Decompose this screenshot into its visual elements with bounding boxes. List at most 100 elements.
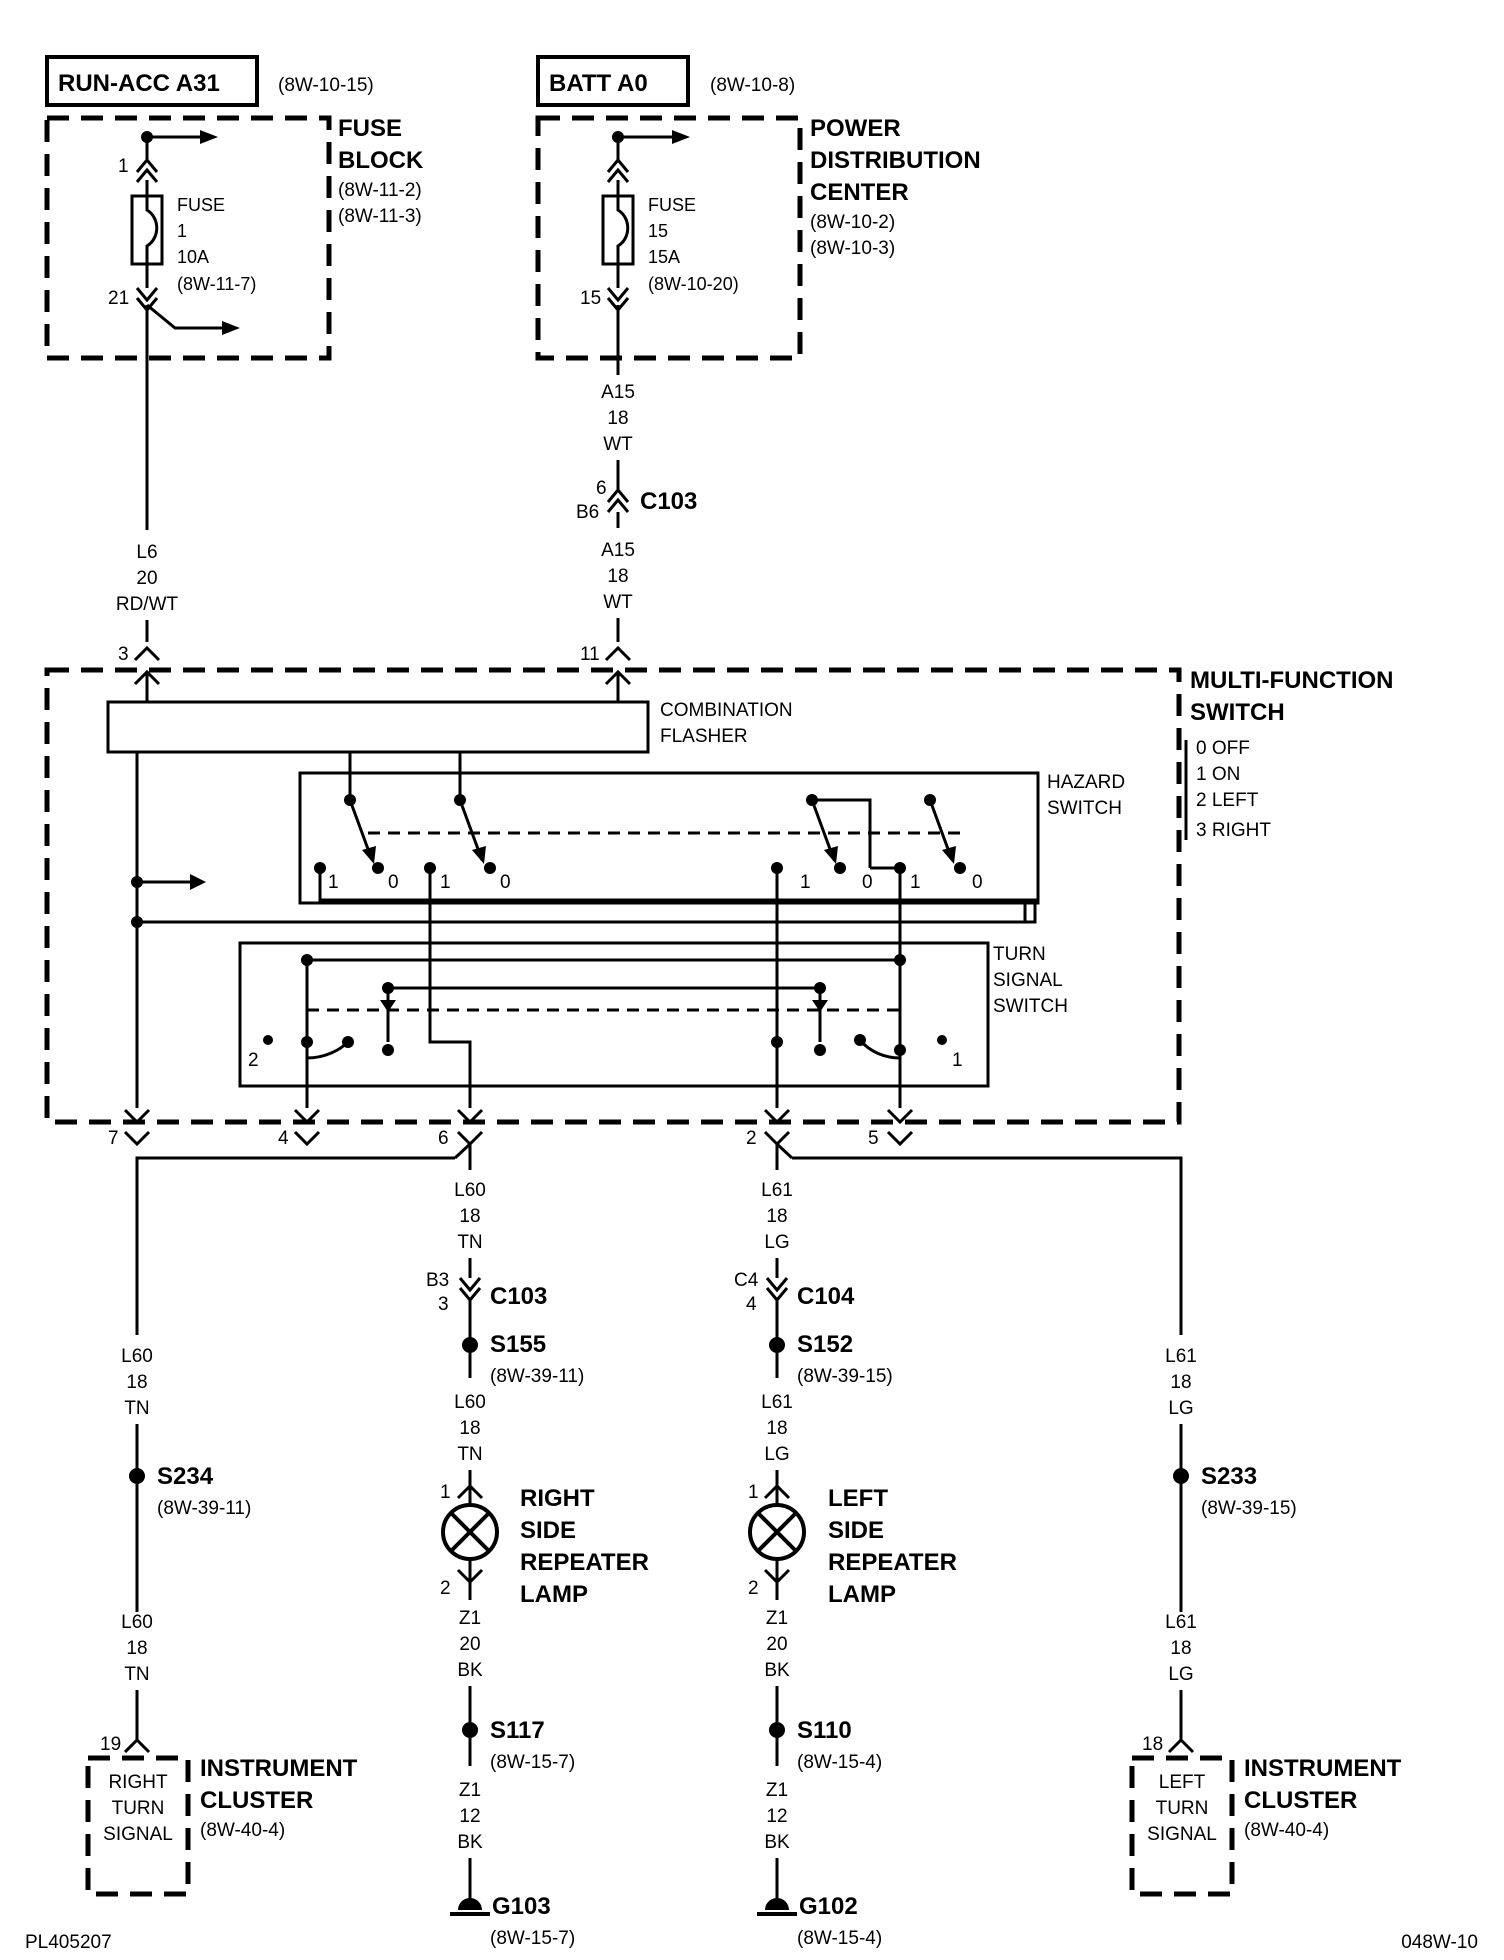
splice-s152-ref: (8W-39-15) [797,1366,893,1387]
pdc-ref-1: (8W-10-2) [810,212,895,233]
cluster-left-ref: (8W-40-4) [1244,1820,1329,1841]
cluster-right-title-1: INSTRUMENT [200,1755,358,1782]
left-lamp-label-3: REPEATER [828,1549,957,1576]
wire-l60-mid-label-3: TN [457,1232,482,1253]
mfs-pin-4-label: 4 [278,1128,289,1149]
wire-l61-right-b-label-2: 18 [1170,1638,1191,1659]
mfs-legend-0: 0 OFF [1196,738,1250,759]
splice-s234-name: S234 [157,1463,214,1490]
wire-l6-label-3: RD/WT [116,594,179,615]
connector-c103-mid-symbol [458,1277,482,1303]
wire-z1-l2-label-2: 12 [766,1806,787,1827]
cluster-right-label-3: SIGNAL [103,1824,173,1845]
left-lamp-label-1: LEFT [828,1485,888,1512]
wire-l60-left-a-label-1: L60 [121,1346,153,1367]
wire-l6-label-1: L6 [136,542,157,563]
run-acc-source-ref: (8W-10-15) [278,75,374,96]
turn-signal-switch-label-2: SIGNAL [993,970,1063,991]
cluster-left-label-1: LEFT [1159,1772,1206,1793]
right-lamp-pin-1: 1 [440,1482,451,1503]
connector-c104-pin-1: C4 [734,1270,759,1291]
splice-s117-ref: (8W-15-7) [490,1752,575,1773]
right-lamp-pin-2: 2 [440,1578,451,1599]
mfs-outline [44,667,1182,1125]
wire-l60-left-a-label-3: TN [124,1398,149,1419]
mfs-pin-5-label: 5 [868,1128,879,1149]
wire-l60-left-b-label-1: L60 [121,1612,153,1633]
wire-l61-s152-label-2: 18 [766,1418,787,1439]
wire-l60-s155-label-3: TN [457,1444,482,1465]
mfs-pin-3-label: 3 [118,644,129,665]
mfs-pin-2-label: 2 [746,1128,757,1149]
wire-z1-l1-label-2: 20 [766,1634,787,1655]
fuse-15-label-4: (8W-10-20) [648,274,739,294]
wire-l61-mid-label-3: LG [764,1232,789,1253]
connector-c103-top-pin-2: B6 [576,502,599,523]
hazard-switch-label-2: SWITCH [1047,798,1122,819]
pdc-ref-2: (8W-10-3) [810,238,895,259]
fuse-1-pin-in: 1 [118,156,129,177]
fuse-1-pin-out: 21 [108,288,129,309]
connector-c104-name: C104 [797,1283,855,1310]
wire-l61-mid-label-2: 18 [766,1206,787,1227]
fuse-block-outline [44,115,332,361]
splice-s234-dot [129,1468,145,1484]
mfs-title-1: MULTI-FUNCTION [1190,667,1394,694]
connector-c103-mid-pin-2: 3 [438,1294,449,1315]
wire-l61-s152-label-1: L61 [761,1392,793,1413]
splice-s117-dot [462,1722,478,1738]
fuse-1-label-1: FUSE [177,195,225,215]
run-acc-source-label: RUN-ACC A31 [58,70,220,97]
fuse-1-label-3: 10A [177,247,209,267]
connector-c103-top-name: C103 [640,488,697,515]
hazard-pos-6: 0 [862,872,873,893]
cluster-right-pin-connector [123,1737,151,1754]
fuse-15-label-2: 15 [648,221,668,241]
wire-l61-split-diag [775,1142,794,1160]
hazard-pos-5: 1 [800,872,811,893]
wire-z1-r1-label-2: 20 [459,1634,480,1655]
splice-s233-dot [1173,1468,1189,1484]
wire-l60-split [135,1144,472,1335]
turn-pos-1: 1 [952,1050,963,1071]
splice-s155-dot [462,1337,478,1353]
hazard-pos-1: 1 [328,872,339,893]
pdc-title-1: POWER [810,115,901,142]
splice-s152-dot [769,1337,785,1353]
fuse-1 [130,130,240,335]
pdc-title-2: DISTRIBUTION [810,147,981,174]
wire-l60-left-b-label-3: TN [124,1664,149,1685]
wire-a15-bot-label-3: WT [603,592,633,613]
wire-l60-s155-label-1: L60 [454,1392,486,1413]
fuse-1-label-4: (8W-11-7) [177,274,256,294]
pdc-title-3: CENTER [810,179,909,206]
turn-pos-2: 2 [248,1050,259,1071]
hazard-switch-box [298,771,1040,905]
wire-a15-top-label-3: WT [603,434,633,455]
wire-a15-bot-label-2: 18 [607,566,628,587]
left-repeater-lamp [748,1486,806,1584]
ground-g102-ref: (8W-15-4) [797,1928,882,1949]
wire-z1-l2-label-1: Z1 [766,1780,788,1801]
mfs-feed-wires [145,672,620,702]
hazard-pos-2: 0 [388,872,399,893]
ground-g102-name: G102 [799,1893,858,1920]
wire-l60-s155-label-2: 18 [459,1418,480,1439]
cluster-right-pin: 19 [100,1734,121,1755]
left-lamp-pin-2: 2 [748,1578,759,1599]
footer-left-code: PL405207 [25,1932,112,1953]
batt-source-box [536,55,690,107]
wire-l61-s152-label-3: LG [764,1444,789,1465]
mfs-legend-3: 3 RIGHT [1196,820,1271,841]
splice-s233-name: S233 [1201,1463,1257,1490]
turn-signal-switch-box [238,941,990,1088]
hazard-switch-label-1: HAZARD [1047,772,1125,793]
fuse-15-pin-out: 15 [580,288,601,309]
wire-z1-l1-label-1: Z1 [766,1608,788,1629]
splice-s110-name: S110 [797,1717,852,1744]
ground-g103-ref: (8W-15-7) [490,1928,575,1949]
connector-c103-top-pin-1: 6 [596,478,607,499]
right-lamp-label-4: LAMP [520,1581,588,1608]
hazard-pos-3: 1 [440,872,451,893]
fuse-15-label-1: FUSE [648,195,696,215]
